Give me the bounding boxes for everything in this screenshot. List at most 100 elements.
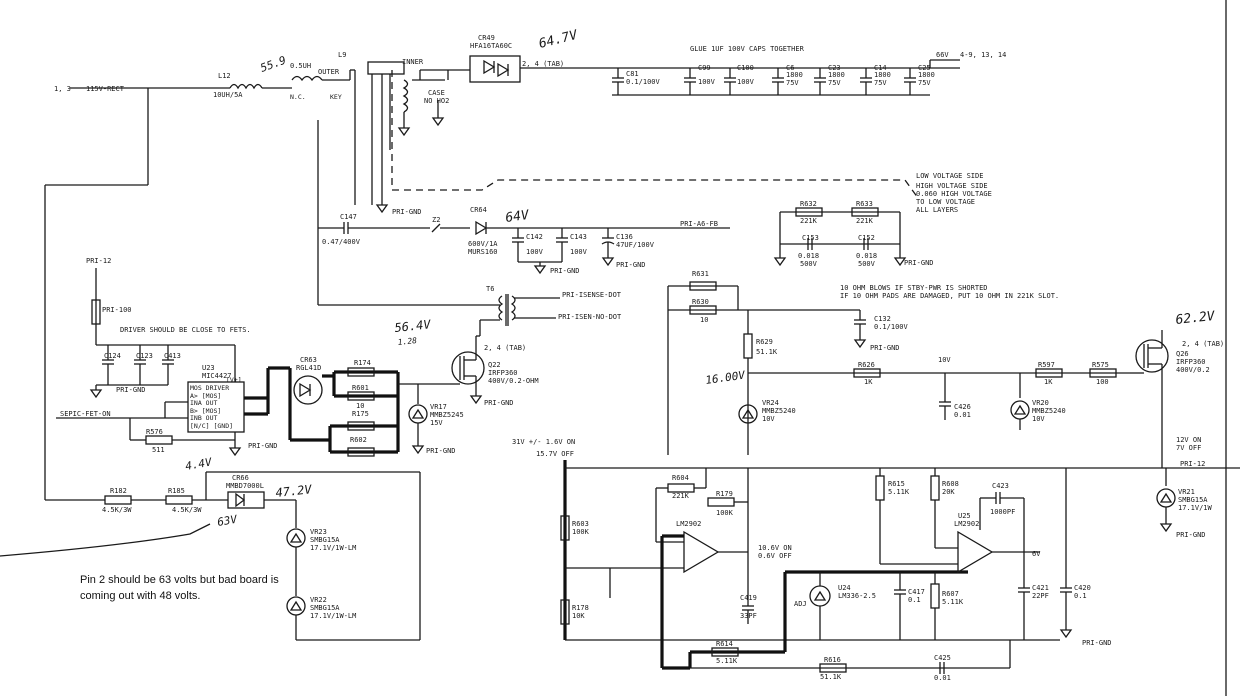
cr49-label: CR49 [478, 34, 495, 42]
r614-label: R614 [716, 640, 733, 648]
gate-resistors-q22: CR63 RGL41D R174 R601 10 R175 R602 VR17 … [268, 356, 464, 457]
c425-label: C425 [934, 654, 951, 662]
r633-label: R633 [856, 200, 873, 208]
c136-value: 47UF/100V [616, 241, 655, 249]
q22-label: Q22 [488, 361, 501, 369]
case-label: CASE [428, 89, 445, 97]
q26-label: Q26 [1176, 350, 1189, 358]
gnd-label-u23: PRI-GND [248, 442, 278, 450]
hw-64v: 64V [504, 208, 531, 226]
v10-label: 10V [938, 356, 951, 364]
r185-label: R185 [168, 487, 185, 495]
q26-value: IRFP360 [1176, 358, 1206, 366]
output-pri12: 12V ON 7V OFF PRI-12 VR21 SMBG15A 17.1V/… [1156, 436, 1213, 539]
c421-label: C421 [1032, 584, 1049, 592]
u23-inb: INB OUT [190, 414, 217, 422]
input-rail: 1, 3 115V-RECT [44, 85, 230, 501]
vr20-label: VR20 [1032, 399, 1049, 407]
c420-label: C420 [1074, 584, 1091, 592]
opamp-u25-block: R615 5.11K R608 20K C423 1000PF U25 LM29… [875, 468, 1112, 668]
r603-value: 100K [572, 528, 590, 536]
c417-label: C417 [908, 588, 925, 596]
net-pri12-right: PRI-12 [1180, 460, 1205, 468]
gnd-label-drvcaps: PRI-GND [116, 386, 146, 394]
r601-value: 10 [356, 402, 364, 410]
c426-value: 0.01 [954, 411, 971, 419]
r615-value: 5.11K [888, 488, 910, 496]
r600-label: PRI-100 [102, 306, 132, 314]
all-layers-label: ALL LAYERS [916, 206, 958, 214]
v12-off: 7V OFF [1176, 444, 1201, 452]
c100-label: C100 [737, 64, 754, 72]
r576-value: 511 [152, 446, 165, 454]
vr22-rating: 17.1V/1W-LM [310, 612, 356, 620]
cr63-label: CR63 [300, 356, 317, 364]
v12-on: 12V ON [1176, 436, 1201, 444]
u25-label: U25 [958, 512, 971, 520]
output-caps: GLUE 1UF 100V CAPS TOGETHER 66V 4-9, 13,… [612, 45, 1006, 96]
u23-pinb: B> [MOS] [190, 407, 221, 415]
inner-label: INNER [402, 58, 424, 66]
gnd-label-l9: PRI-GND [392, 208, 422, 216]
net-pri-a6-fb: PRI-A6-FB [680, 220, 718, 228]
r607-value: 5.11K [942, 598, 964, 606]
handwritten-notes: 64.7V 64V 56.4V 16.00V 62.2V 4.4V 47.2V … [184, 28, 1216, 529]
c14-value: 1800 [874, 71, 891, 79]
c123-label: C123 [136, 352, 153, 360]
u25-value: LM2902 [954, 520, 979, 528]
r631-label: R631 [692, 270, 709, 278]
mosfet-q22: 2, 4 (TAB) Q22 IRFP360 400V/0.2-OHM PRI-… [450, 335, 539, 407]
cr66-label: CR66 [232, 474, 249, 482]
gnd-label-c142: PRI-GND [550, 267, 580, 275]
vr23-value: SMBG15A [310, 536, 340, 544]
r626-value: 1K [864, 378, 873, 386]
r575-label: R575 [1092, 361, 1109, 369]
l9-label: L9 [338, 51, 346, 59]
hw-62-2v: 62.2V [1175, 309, 1217, 328]
vr17-volt: 15V [430, 419, 443, 427]
noho2-label: NO HO2 [424, 97, 449, 105]
gnd-label-u25: PRI-GND [1082, 639, 1112, 647]
cr64-label: CR64 [470, 206, 487, 214]
r178-label: R178 [572, 604, 589, 612]
r604-value: 221K [672, 492, 690, 500]
gnd-label-vr21: PRI-GND [1176, 531, 1206, 539]
v15-label: 15.7V OFF [536, 450, 574, 458]
r602-label: R602 [350, 436, 367, 444]
v106-off: 0.6V OFF [758, 552, 792, 560]
u24-value: LM336-2.5 [838, 592, 876, 600]
q26-tab: 2, 4 (TAB) [1182, 340, 1224, 348]
blows-note-2: IF 10 OHM PADS ARE DAMAGED, PUT 10 OHM I… [840, 292, 1059, 300]
u23-nc: [N/C] [GND] [190, 422, 233, 430]
c14-label: C14 [874, 64, 887, 72]
net-115v-rect: 115V-RECT [86, 85, 125, 93]
cr64-value1: 600V/1A [468, 240, 498, 248]
r597-value: 1K [1044, 378, 1053, 386]
c99-label: C99 [698, 64, 711, 72]
gnd-label-vr17: PRI-GND [426, 447, 456, 455]
c25-value: 1800 [918, 71, 935, 79]
c124-label: C124 [104, 352, 121, 360]
vr22-value: SMBG15A [310, 604, 340, 612]
hw-1-28: 1.28 [397, 336, 417, 347]
u26-value: LM2902 [676, 520, 701, 528]
driver-u23: U23 MIC4427 [V+] MOS DRIVER A> [MOS] INA… [56, 364, 278, 457]
hw-55-9: 55.9 [259, 54, 288, 75]
transformer-inner: INNER CASE NO HO2 PRI-GND [367, 58, 449, 216]
cr64-value2: MURS160 [468, 248, 498, 256]
q26-rating: 400V/0.2 [1176, 366, 1210, 374]
r178-value: 10K [572, 612, 585, 620]
net-rect-pins: 1, 3 [54, 85, 71, 93]
vr22-label: VR22 [310, 596, 327, 604]
vr23-rating: 17.1V/1W-LM [310, 544, 356, 552]
l9-key: KEY [330, 93, 342, 101]
inductor-l12: L12 10UH/5A [213, 72, 292, 99]
diode-cr49: CR49 HFA16TA60C 2, 4 (TAB) [448, 34, 960, 83]
c153-label: C153 [802, 234, 819, 242]
vr17-value: MMBZ5245 [430, 411, 464, 419]
cr49-tab: 2, 4 (TAB) [522, 60, 564, 68]
vr21-rating: 17.1V/1W [1178, 504, 1213, 512]
gate-drive-right: R629 51.1K R626 1K 10V R597 1K R575 100 … [738, 333, 1130, 455]
u23-label: U23 [202, 364, 215, 372]
